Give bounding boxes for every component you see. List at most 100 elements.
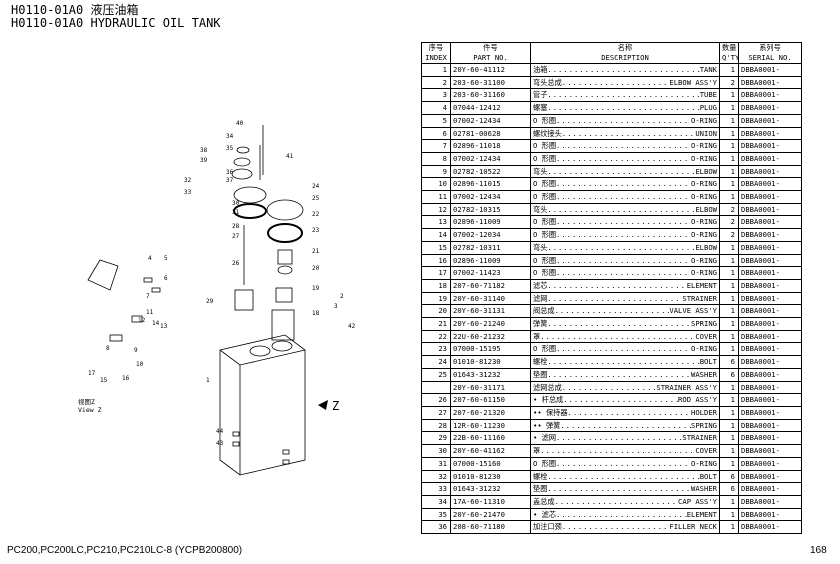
row-quantity: 1	[719, 151, 739, 166]
description-en: BOLT	[699, 357, 717, 367]
row-description: 弯头......................................…	[530, 240, 720, 255]
description-en: HOLDER	[691, 407, 717, 417]
callout-number: 40	[236, 120, 244, 127]
leader-dots: ........................................…	[560, 420, 692, 430]
description-cn: O 形圈	[533, 179, 557, 189]
row-part-number: 20Y-60-31131	[450, 304, 531, 319]
row-serial: DBBA0001-	[738, 101, 802, 115]
row-index: 12	[421, 202, 451, 217]
col-part-en: PART NO.	[450, 53, 531, 64]
row-description: 阀总成.....................................…	[530, 304, 720, 319]
row-quantity: 1	[719, 431, 739, 446]
row-part-number: 207-60-21320	[450, 405, 531, 420]
row-description: 滤网......................................…	[530, 291, 720, 306]
row-quantity: 6	[719, 355, 739, 369]
row-description: • 滤芯....................................…	[530, 507, 720, 522]
row-part-number: 203-60-31160	[450, 88, 531, 103]
row-index: 19	[421, 291, 451, 306]
row-quantity: 1	[719, 88, 739, 103]
row-serial: DBBA0001-	[738, 253, 802, 268]
table-row: 20Y-60-31171滤网总成........................…	[421, 380, 802, 395]
row-index: 36	[421, 520, 451, 535]
row-index: 32	[421, 469, 451, 484]
header-row-en: INDEX PART NO. DESCRIPTION Q'TY SERIAL N…	[421, 53, 802, 64]
callout-number: 11	[146, 309, 154, 316]
leader-dots: ........................................…	[547, 369, 692, 379]
col-index-cn: 序号	[421, 42, 451, 53]
callout-number: 7	[146, 293, 150, 300]
header-row-cn: 序号 件号 名称 数量 系列号	[421, 42, 802, 53]
row-index: 10	[421, 177, 451, 192]
callout-number: 5	[164, 255, 168, 262]
leader-dots: ........................................…	[556, 509, 687, 519]
callout-number: 2	[340, 293, 344, 300]
callout-number: 3	[334, 303, 338, 310]
row-quantity: 1	[719, 113, 739, 128]
row-serial: DBBA0001-	[738, 469, 802, 484]
callout-number: 16	[122, 375, 130, 382]
row-serial: DBBA0001-	[738, 113, 802, 128]
view-z-arrow-label: Z	[332, 399, 339, 413]
row-index: 34	[421, 494, 451, 509]
table-row: 2203-60-31100弯头总成.......................…	[421, 75, 802, 90]
leader-dots: ........................................…	[561, 128, 696, 138]
description-en: STRAINER ASS'Y	[656, 382, 717, 392]
leader-dots: ........................................…	[547, 471, 699, 481]
description-en: SPRING	[691, 319, 717, 329]
callout-number: 33	[184, 189, 192, 196]
description-cn: O 形圈	[533, 344, 557, 354]
row-quantity: 1	[719, 456, 739, 471]
table-row: 2020Y-60-31131阀总成.......................…	[421, 304, 802, 319]
row-index: 35	[421, 507, 451, 522]
row-quantity: 2	[719, 75, 739, 90]
row-index: 21	[421, 317, 451, 331]
description-en: O-RING	[691, 230, 717, 240]
callout-number: 6	[164, 275, 168, 282]
row-index: 30	[421, 444, 451, 458]
row-part-number: 02896-11009	[450, 215, 531, 230]
row-quantity: 1	[719, 520, 739, 535]
description-cn: 螺栓	[533, 357, 548, 367]
callout-number: 20	[312, 265, 320, 272]
row-index: 29	[421, 431, 451, 446]
description-cn: •• 保持器	[533, 407, 568, 417]
row-quantity: 2	[719, 215, 739, 230]
callout-number: 37	[226, 177, 234, 184]
leader-dots: ........................................…	[556, 192, 691, 202]
row-part-number: 12R-60-11230	[450, 418, 531, 433]
description-en: TUBE	[699, 90, 717, 100]
row-quantity: 1	[719, 240, 739, 255]
description-cn: O 形圈	[533, 192, 557, 202]
description-en: UNION	[695, 128, 717, 138]
description-cn: •• 弹簧	[533, 420, 561, 430]
description-en: O-RING	[691, 115, 717, 125]
table-row: 36208-60-71180加注口颈......................…	[421, 520, 802, 535]
description-cn: 弯头	[533, 166, 548, 176]
row-description: 罩.......................................…	[530, 444, 720, 458]
row-serial: DBBA0001-	[738, 266, 802, 280]
description-en: ROD ASS'Y	[678, 395, 717, 405]
row-index: 25	[421, 367, 451, 382]
row-serial: DBBA0001-	[738, 190, 802, 204]
row-part-number: 20Y-60-41112	[450, 63, 531, 77]
row-description: 螺塞......................................…	[530, 101, 720, 115]
description-cn: 罩	[533, 331, 541, 341]
description-en: SPRING	[691, 420, 717, 430]
row-description: O 形圈....................................…	[530, 215, 720, 230]
row-part-number: 07002-12434	[450, 190, 531, 204]
description-cn: 螺纹接头	[533, 128, 562, 138]
row-quantity: 1	[719, 507, 739, 522]
leader-dots: ........................................…	[561, 77, 670, 87]
row-quantity: 1	[719, 291, 739, 306]
description-cn: 阀总成	[533, 306, 555, 316]
row-serial: DBBA0001-	[738, 431, 802, 446]
description-cn: 螺塞	[533, 103, 548, 113]
